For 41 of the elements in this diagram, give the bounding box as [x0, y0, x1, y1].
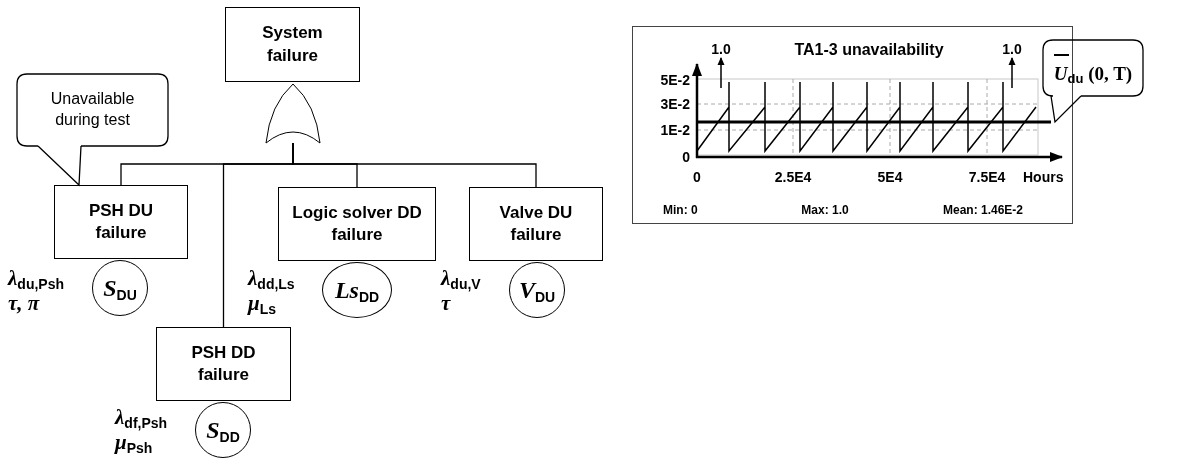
event-symbol: S$_{DU}$ — [103, 276, 137, 300]
max-value: Max: 1.0 — [801, 202, 849, 219]
basic-event-circle — [195, 402, 251, 458]
spike-value: 1.0 — [1002, 42, 1022, 56]
parameter-label: μ$_{Ls}$ — [248, 293, 277, 314]
event-symbol: Ls$_{DD}$ — [334, 278, 380, 302]
or-gate — [266, 84, 320, 143]
basic-event-circle — [509, 262, 565, 318]
chart-title: TA1-3 unavailability — [794, 40, 944, 60]
parameter-label: μ$_{Psh}$ — [115, 432, 153, 453]
mean-value: Mean: 1.46E-2 — [943, 202, 1023, 219]
event-box — [469, 187, 603, 261]
callout-tail — [37, 145, 82, 187]
callout-text: Unavailable during test — [49, 89, 136, 130]
event-box — [156, 327, 291, 401]
parameter-label: τ — [441, 293, 451, 314]
speech-bubble — [1043, 40, 1143, 123]
min-value: Min: 0 — [663, 202, 698, 219]
event-symbol: V$_{DU}$ — [518, 278, 556, 302]
event-box — [54, 185, 188, 259]
x-tick-label: 7.5E4 — [968, 170, 1006, 184]
event-label: Valve DU failure — [498, 201, 574, 246]
speech-bubble — [17, 74, 168, 146]
event-label: Logic solver DD failure — [292, 201, 422, 246]
x-axis-label: Hours — [1023, 170, 1064, 184]
connector-line — [292, 142, 537, 188]
x-tick-label: 5E4 — [877, 170, 903, 184]
event-label: PSH DD failure — [190, 341, 257, 386]
parameter-label: τ, π — [8, 293, 40, 314]
event-symbol: S$_{DD}$ — [206, 418, 240, 442]
y-tick-label: 5E-2 — [660, 73, 690, 87]
event-box — [278, 187, 436, 261]
x-tick-label: 0 — [693, 170, 701, 184]
basic-event-circle — [92, 260, 148, 316]
spike-value: 1.0 — [711, 42, 731, 56]
x-tick-label: 2.5E4 — [774, 170, 812, 184]
y-tick-label: 1E-2 — [660, 123, 690, 137]
y-tick-label: 3E-2 — [660, 97, 690, 111]
event-label: PSH DU failure — [87, 199, 155, 244]
event-label: System failure — [261, 22, 324, 67]
y-tick-label: 0 — [682, 150, 690, 164]
